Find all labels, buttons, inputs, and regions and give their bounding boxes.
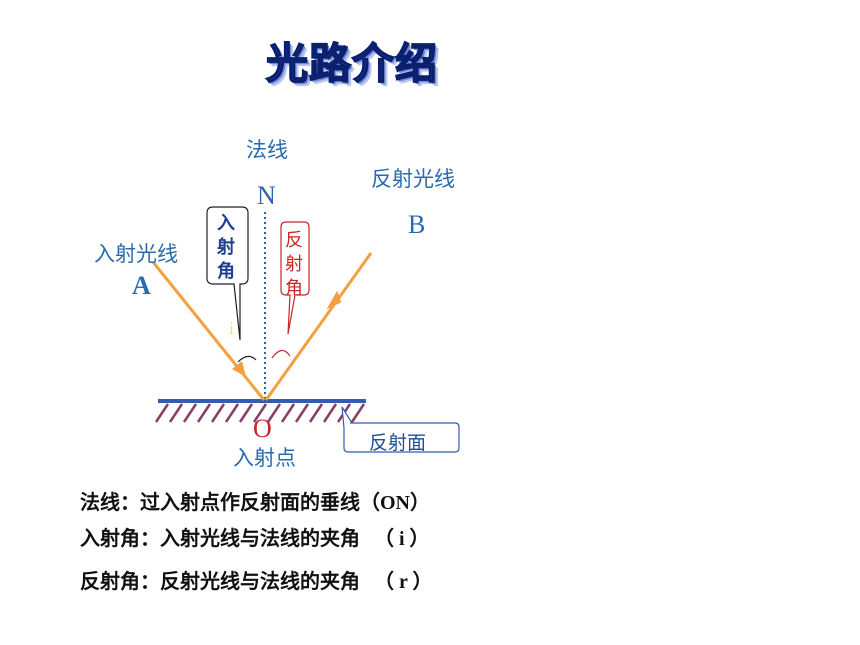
point-N-label: N (257, 181, 276, 210)
incident-ray-arrow (232, 361, 246, 377)
definition-symbol: （ON） (360, 492, 430, 514)
angle-i-label: i (229, 318, 235, 338)
incident-angle-callout-text: 入射角 (217, 213, 235, 282)
reflected-angle-arc (271, 349, 291, 359)
definition-incident-angle: 入射角：入射光线与法线的夹角 （ i ） (80, 522, 430, 551)
incident-ray (151, 261, 266, 401)
surface-callout-shape (341, 406, 460, 453)
point-A-label: A (132, 271, 151, 300)
incident-angle-arc (237, 355, 257, 363)
reflected-angle-callout-shape (280, 221, 310, 335)
incident-angle-callout-shape (206, 206, 249, 341)
definition-text: 入射角：入射光线与法线的夹角 (80, 526, 360, 550)
surface-callout-text: 反射面 (369, 432, 427, 454)
normal-label: 法线 (246, 138, 288, 162)
definition-text: 法线：过入射点作反射面的垂线 (80, 490, 360, 514)
reflected-ray-label: 反射光线 (371, 167, 455, 191)
page-title: 光路介绍 (265, 38, 439, 89)
definition-symbol: （ r ） (374, 571, 433, 593)
reflected-ray-arrow (326, 290, 342, 310)
incidence-point-label: 入射点 (233, 446, 296, 470)
reflected-angle-callout-text: 反射角 (285, 230, 303, 299)
definition-symbol: （ i ） (374, 528, 430, 550)
point-O-label: O (253, 414, 272, 443)
point-B-label: B (408, 210, 426, 239)
incident-ray-label: 入射光线 (94, 242, 178, 266)
reflected-ray (264, 252, 373, 401)
definition-text: 反射角：反射光线与法线的夹角 (80, 569, 360, 593)
definition-normal: 法线：过入射点作反射面的垂线（ON） (80, 486, 430, 515)
definition-reflected-angle: 反射角：反射光线与法线的夹角 （ r ） (80, 565, 433, 594)
